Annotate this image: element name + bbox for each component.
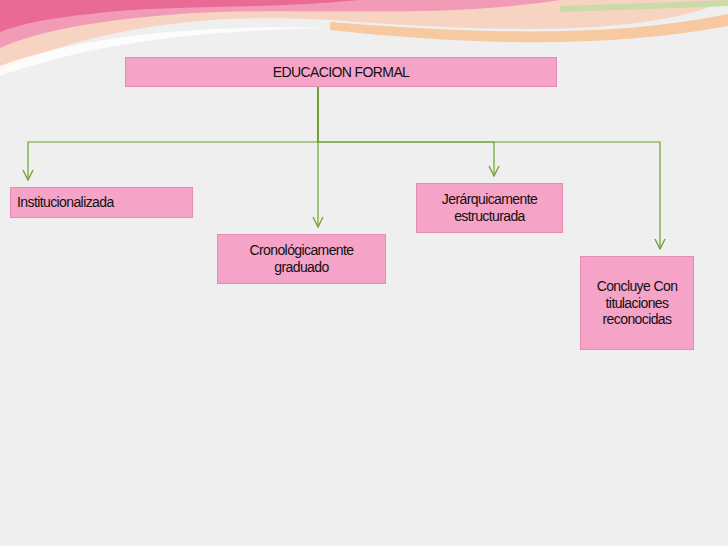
green-stripe <box>560 0 728 12</box>
orange-band <box>330 14 728 42</box>
connector-arrow <box>318 87 494 176</box>
dark-pink-band <box>0 0 360 32</box>
box-label: Jerárquicamente estructurada <box>423 191 556 225</box>
connector-arrow <box>318 87 660 249</box>
branch-box: Jerárquicamente estructurada <box>416 183 563 233</box>
branch-box: Cronológicamente graduado <box>217 234 386 284</box>
box-label: Institucionalizada <box>17 194 186 211</box>
box-label: EDUCACION FORMAL <box>132 64 550 81</box>
box-label: Cronológicamente graduado <box>224 242 379 276</box>
connector-arrow <box>28 87 318 180</box>
box-label: Concluye Con titulaciones reconocidas <box>587 278 687 328</box>
branch-box: Concluye Con titulaciones reconocidas <box>580 256 694 350</box>
branch-box: Institucionalizada <box>10 187 193 218</box>
root-box: EDUCACION FORMAL <box>125 57 557 87</box>
